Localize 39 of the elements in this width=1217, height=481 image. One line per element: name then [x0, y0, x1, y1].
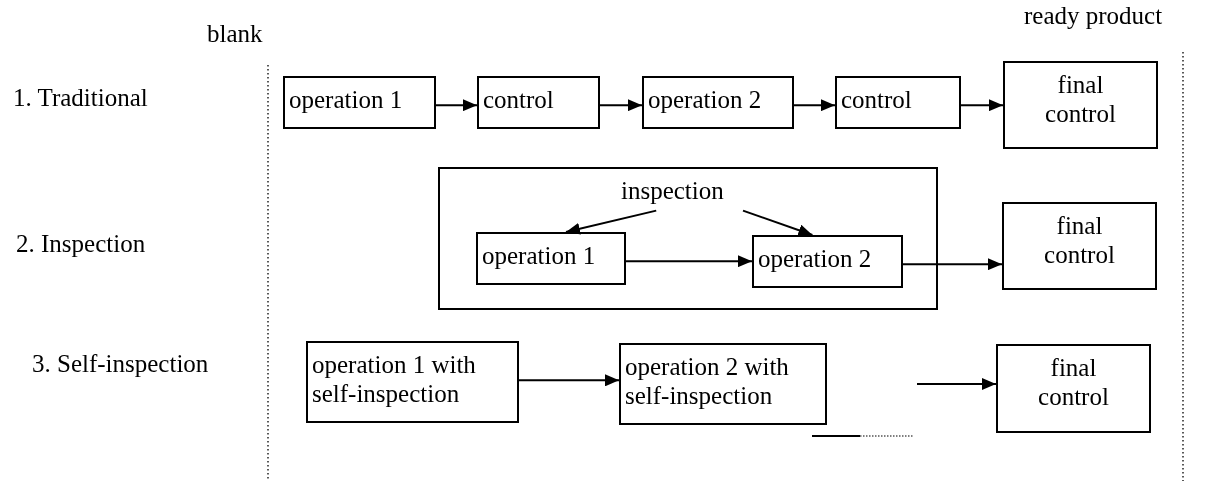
process-box: [306, 341, 519, 423]
arrow: [599, 99, 643, 112]
arrow: [625, 255, 753, 268]
arrow: [902, 258, 1003, 271]
process-box: [835, 76, 961, 129]
box-text: operation 2: [758, 245, 873, 274]
box-text: control: [483, 86, 555, 115]
process-box: [476, 232, 626, 285]
box-text: control: [841, 86, 913, 115]
arrow: [793, 99, 836, 112]
process-box: [283, 76, 436, 129]
box-text: operation 1: [482, 242, 597, 271]
process-box: [996, 344, 1151, 433]
box-text: final control: [1037, 354, 1110, 412]
process-box: [477, 76, 600, 129]
arrow: [916, 378, 997, 390]
arrow: [742, 209, 814, 236]
arrow: [565, 209, 658, 235]
box-text: final control: [1043, 212, 1116, 270]
frame-box: [438, 167, 938, 310]
process-box: [752, 235, 903, 288]
process-box: [619, 343, 827, 425]
arrow: [435, 99, 478, 112]
box-text: operation 1: [289, 86, 404, 115]
row-label: 2. Inspection: [16, 230, 146, 259]
box-text: operation 2: [648, 86, 763, 115]
row-label: 1. Traditional: [13, 84, 148, 113]
arrow: [960, 99, 1004, 112]
stage-label: ready product: [1024, 2, 1163, 31]
stage-label: blank: [207, 20, 263, 49]
box-text: final control: [1044, 71, 1117, 129]
box-text: operation 1 with self-inspection: [312, 351, 477, 409]
inspection-label: inspection: [621, 177, 725, 206]
box-text: operation 2 with self-inspection: [625, 353, 790, 411]
row-label: 3. Self-inspection: [32, 350, 209, 379]
process-box: [1003, 61, 1158, 149]
arrow: [518, 374, 620, 387]
process-box: [1002, 202, 1157, 290]
process-box: [642, 76, 794, 129]
